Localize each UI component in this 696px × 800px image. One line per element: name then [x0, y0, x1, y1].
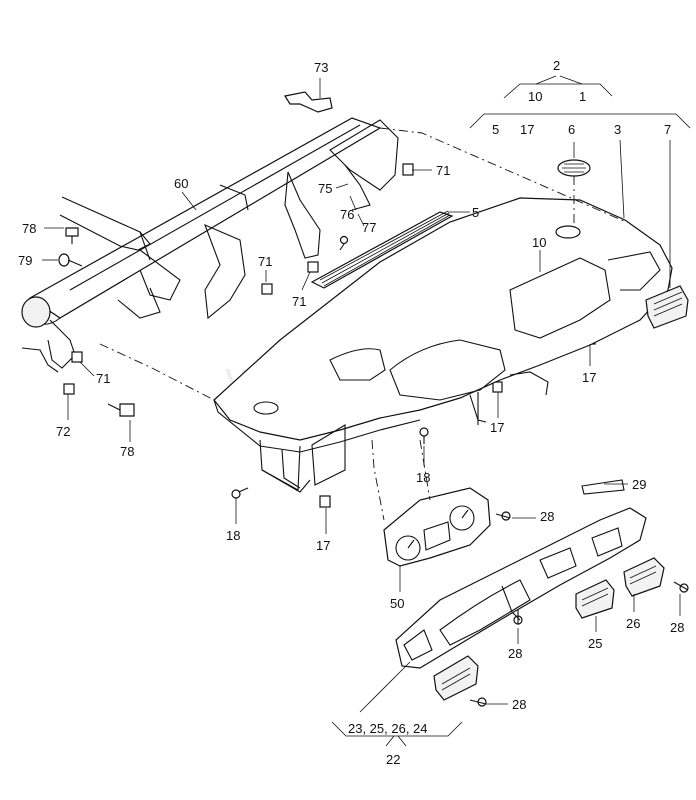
label-10-top: 10	[528, 89, 542, 104]
leader-lines	[42, 75, 691, 747]
label-76: 76	[340, 207, 354, 222]
bolts	[58, 227, 689, 707]
vent-25	[575, 579, 615, 619]
label-6: 6	[568, 122, 575, 137]
label-60: 60	[174, 176, 188, 191]
vent-24	[433, 655, 479, 701]
trim-panel-22	[395, 479, 647, 669]
label-28-b: 28	[508, 646, 522, 661]
vent-26	[623, 557, 665, 597]
label-71-a: 71	[436, 163, 450, 178]
label-5: 5	[472, 205, 479, 220]
label-28-d: 28	[512, 697, 526, 712]
label-2: 2	[553, 58, 560, 73]
label-28-c: 28	[670, 620, 684, 635]
label-17-b: 17	[582, 370, 596, 385]
label-73: 73	[314, 60, 328, 75]
label-5-top: 5	[492, 122, 499, 137]
speaker-grille-6	[557, 159, 591, 177]
label-17-c: 17	[490, 420, 504, 435]
label-50: 50	[390, 596, 404, 611]
label-1: 1	[579, 89, 586, 104]
label-75: 75	[318, 181, 332, 196]
label-71-b: 71	[258, 254, 272, 269]
clips	[63, 91, 596, 508]
label-71-d: 71	[96, 371, 110, 386]
dashboard-3	[213, 197, 673, 493]
label-17-d: 17	[316, 538, 330, 553]
label-22: 22	[386, 752, 400, 767]
assembly-lines	[99, 127, 627, 521]
part-labels: 73 2 10 1 5 17 6 3 7 60 71 75 76 77 5 78…	[18, 58, 684, 767]
label-25: 25	[588, 636, 602, 651]
label-group-23-25-26-24: 23, 25, 26, 24	[348, 721, 428, 736]
defroster-vent-5	[310, 210, 454, 289]
label-28-a: 28	[540, 509, 554, 524]
instrument-cluster-50	[383, 487, 491, 567]
label-18-a: 18	[416, 470, 430, 485]
label-7: 7	[664, 122, 671, 137]
label-78-a: 78	[22, 221, 36, 236]
side-vent-7	[645, 285, 689, 329]
label-10: 10	[532, 235, 546, 250]
label-72: 72	[56, 424, 70, 439]
label-18-b: 18	[226, 528, 240, 543]
label-77: 77	[362, 220, 376, 235]
label-78-b: 78	[120, 444, 134, 459]
label-71-c: 71	[292, 294, 306, 309]
label-17-top: 17	[520, 122, 534, 137]
label-79: 79	[18, 253, 32, 268]
label-3: 3	[614, 122, 621, 137]
label-26: 26	[626, 616, 640, 631]
label-29: 29	[632, 477, 646, 492]
